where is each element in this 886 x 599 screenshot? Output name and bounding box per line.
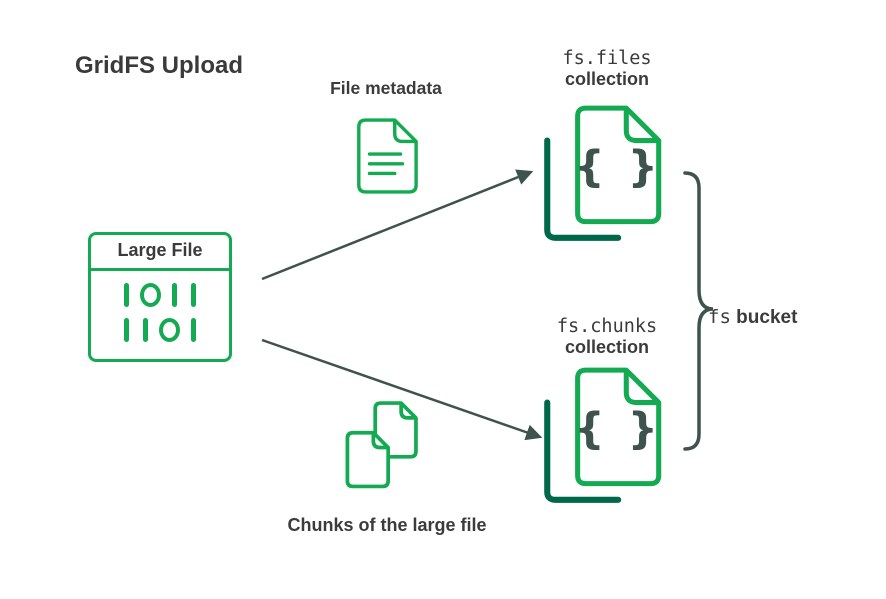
bit-one — [124, 318, 129, 342]
binary-row — [91, 317, 229, 343]
fs-chunks-name: fs.chunks — [556, 316, 658, 337]
chunk-document-front — [345, 430, 391, 489]
bit-zero — [140, 283, 161, 307]
bit-one — [143, 318, 148, 342]
chunks-stack-icon — [345, 401, 418, 489]
json-braces: { } — [574, 404, 662, 454]
bit-one — [124, 283, 129, 307]
large-file-title: Large File — [91, 235, 229, 271]
file-metadata-icon — [357, 118, 418, 194]
fs-files-name: fs.files — [562, 48, 652, 69]
fs-chunks-label: fs.chunks collection — [520, 316, 694, 358]
fs-files-collection-icon: { } — [544, 105, 662, 241]
bucket-brace — [683, 171, 714, 451]
document-shadow — [544, 399, 622, 503]
fs-chunks-collection-icon: { } — [544, 367, 662, 503]
bit-one — [191, 318, 196, 342]
fs-bucket-label: fs bucket — [708, 306, 797, 329]
fs-bucket-word: bucket — [736, 307, 798, 328]
json-braces: { } — [574, 142, 662, 192]
binary-content — [91, 271, 229, 343]
bit-one — [172, 283, 177, 307]
fs-files-label: fs.files collection — [520, 48, 694, 90]
large-file-box: Large File — [88, 232, 232, 362]
bit-zero — [159, 318, 180, 342]
binary-row — [91, 282, 229, 308]
document-shadow — [544, 137, 622, 241]
diagram-title: GridFS Upload — [75, 52, 243, 79]
fs-bucket-mono: fs — [708, 306, 731, 328]
chunks-caption: Chunks of the large file — [287, 515, 487, 535]
file-metadata-label: File metadata — [330, 78, 442, 98]
bit-one — [191, 283, 196, 307]
fs-files-collection-word: collection — [564, 69, 649, 89]
fs-chunks-collection-word: collection — [564, 337, 649, 357]
